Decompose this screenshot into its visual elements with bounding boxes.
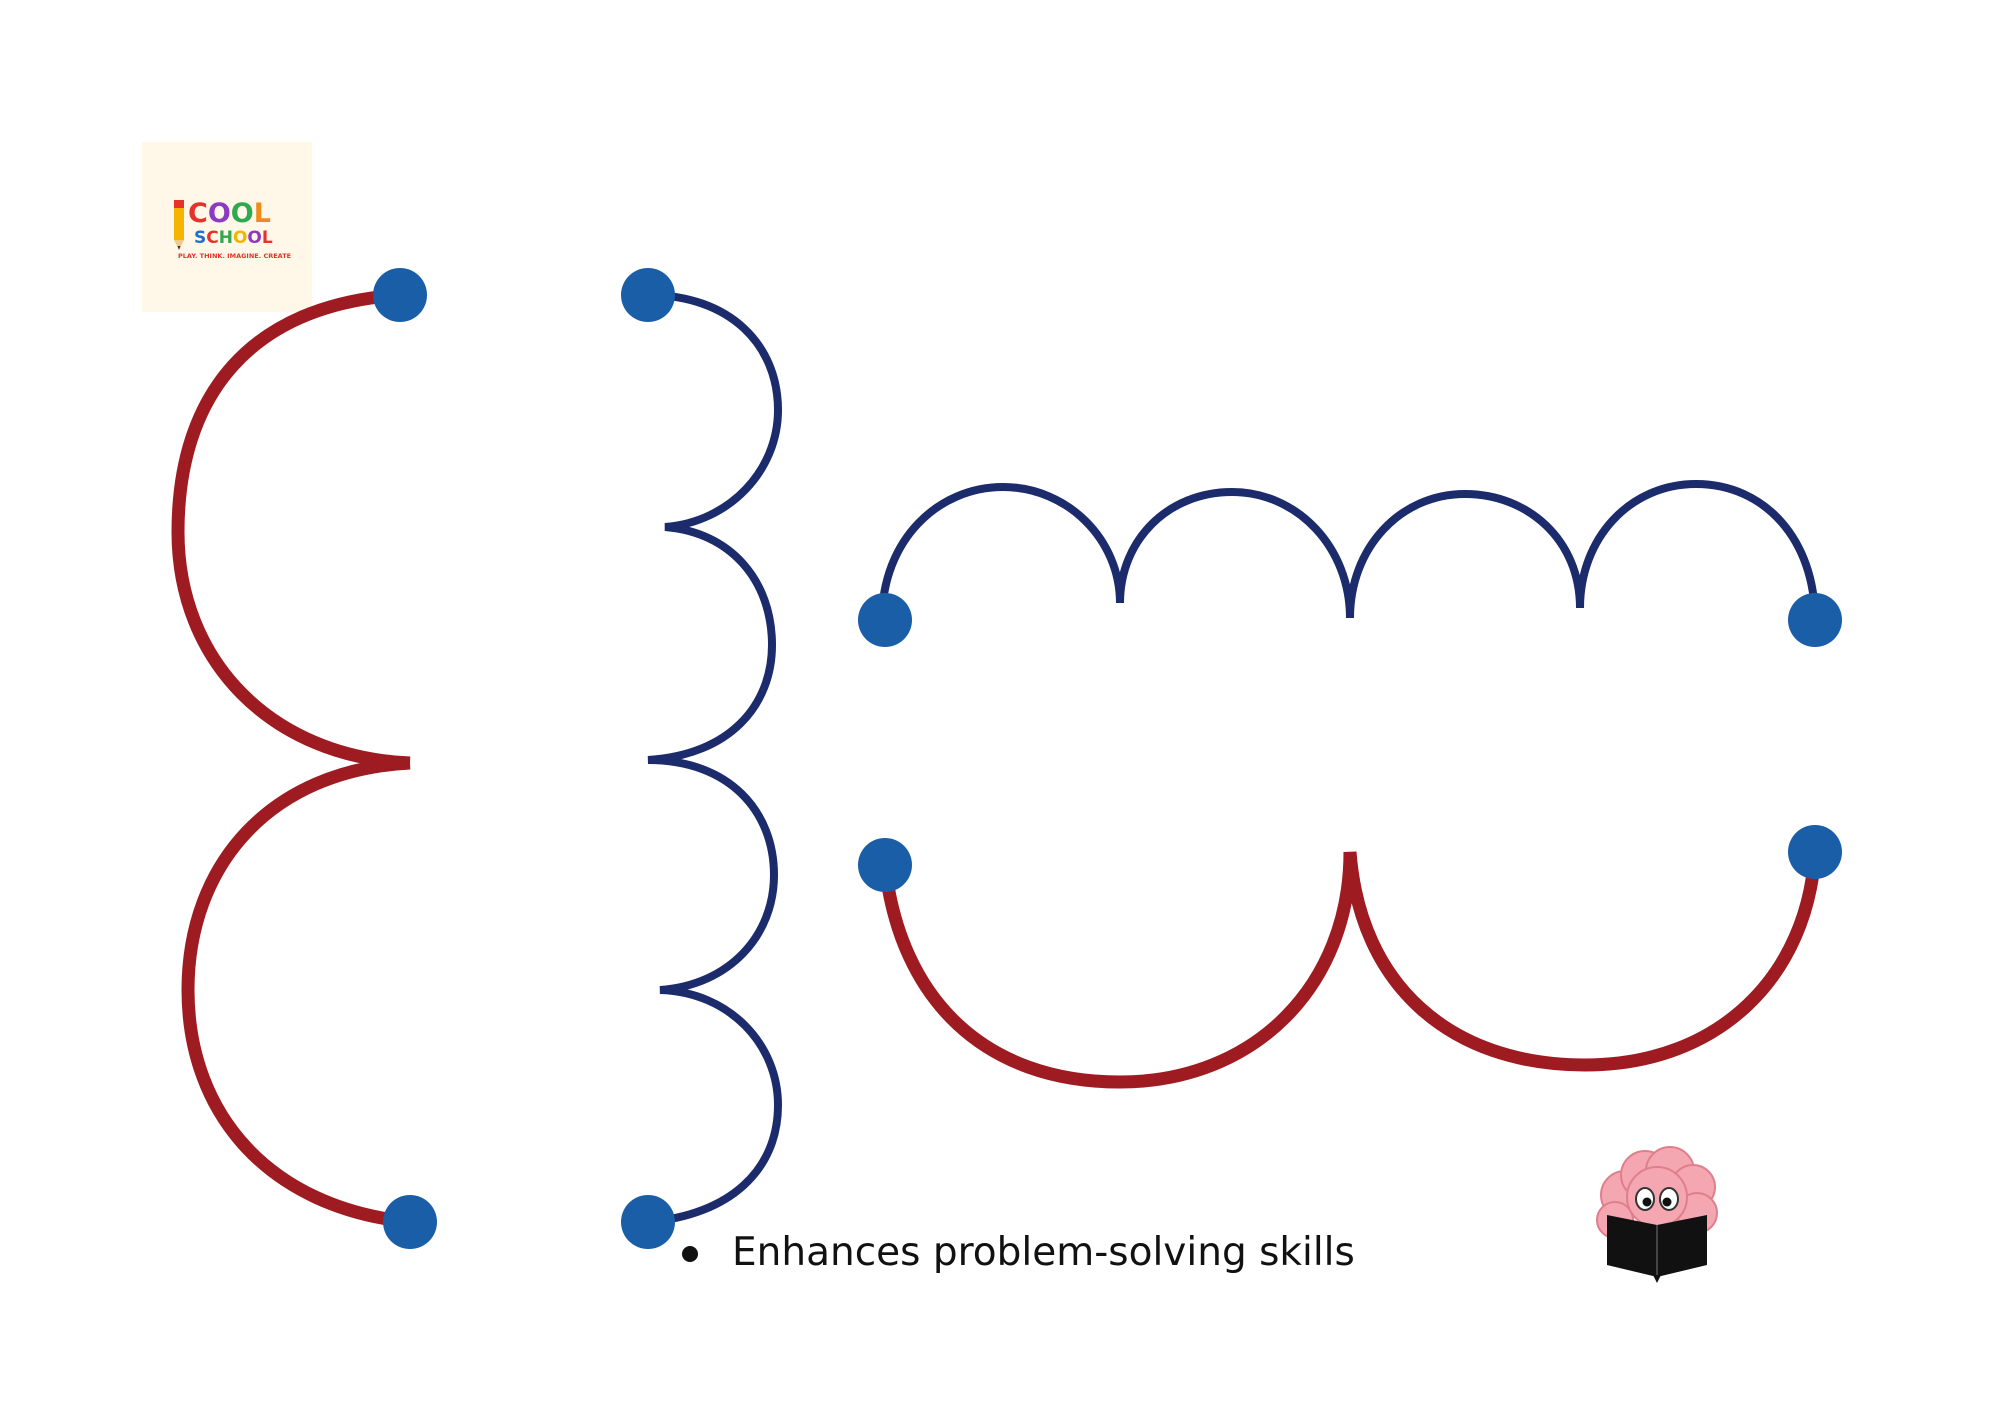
eyes bbox=[1635, 1187, 1679, 1211]
logo-word1: COOL bbox=[188, 198, 271, 229]
end-dot[interactable] bbox=[1788, 825, 1842, 879]
cool-school-logo: COOL SCHOOL PLAY. THINK. IMAGINE. CREATE bbox=[142, 142, 312, 312]
bullet-text: Enhances problem-solving skills bbox=[732, 1229, 1355, 1275]
pencil-icon bbox=[174, 200, 184, 250]
bullet-list-item: Enhances problem-solving skills bbox=[682, 1222, 1355, 1282]
book-icon bbox=[1607, 1215, 1707, 1283]
start-dot[interactable] bbox=[373, 268, 427, 322]
end-dot[interactable] bbox=[621, 1195, 675, 1249]
start-dot[interactable] bbox=[858, 593, 912, 647]
end-dot[interactable] bbox=[1788, 593, 1842, 647]
blue-tracing-path-middle[interactable] bbox=[647, 291, 783, 1226]
end-dot[interactable] bbox=[383, 1195, 437, 1249]
blue-tracing-path-right[interactable] bbox=[878, 479, 1819, 621]
red-tracing-path-right[interactable] bbox=[878, 851, 1822, 1089]
bullet-icon bbox=[682, 1246, 698, 1262]
brain-reading-book-icon bbox=[1585, 1135, 1735, 1289]
logo-tagline: PLAY. THINK. IMAGINE. CREATE bbox=[178, 252, 291, 260]
start-dot[interactable] bbox=[858, 838, 912, 892]
start-dot[interactable] bbox=[621, 268, 675, 322]
svg-text:COOL: COOL bbox=[188, 198, 271, 229]
svg-text:SCHOOL: SCHOOL bbox=[194, 228, 273, 248]
red-tracing-path-left[interactable] bbox=[171, 288, 411, 1229]
logo-word2: SCHOOL bbox=[194, 228, 273, 248]
